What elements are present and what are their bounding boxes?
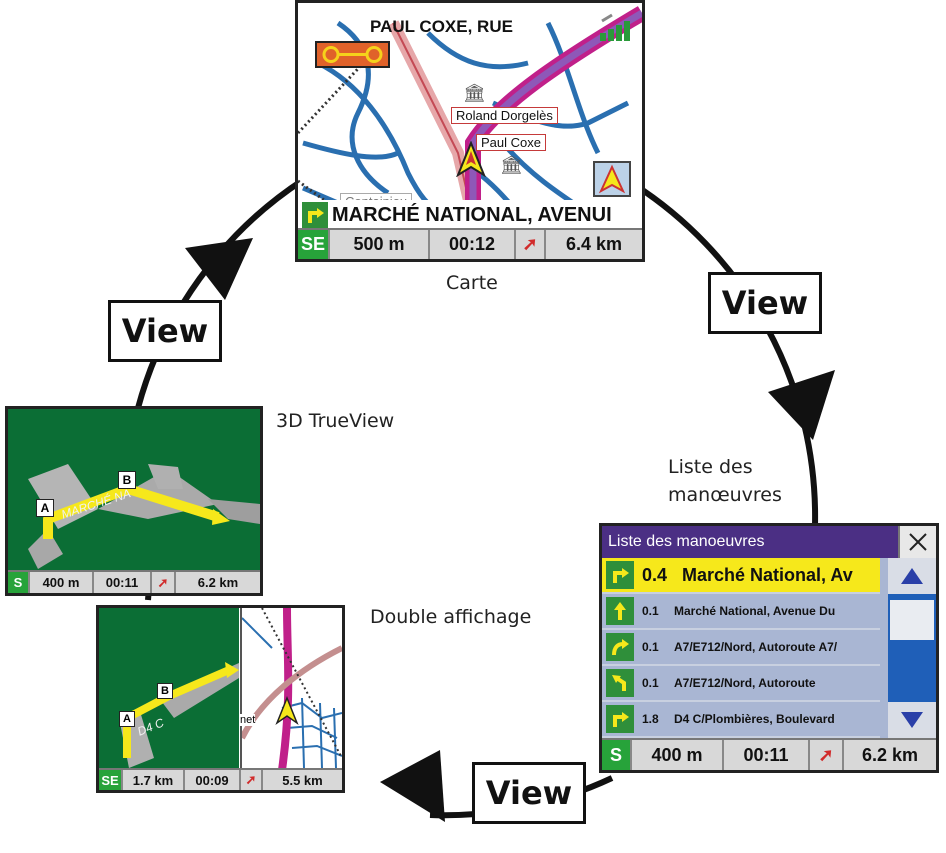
direction-badge: S — [8, 572, 30, 593]
arrowhead-bottom — [380, 750, 445, 822]
time-remaining: 00:09 — [185, 770, 241, 790]
time-remaining: 00:12 — [430, 230, 516, 259]
triangle-down-icon — [901, 712, 923, 728]
maneuver-street: A7/E712/Nord, Autoroute A7/ — [674, 640, 838, 654]
turn-right-icon — [302, 202, 328, 228]
marker-a: A — [36, 499, 54, 517]
maneuvers-caption-line2: manœuvres — [668, 484, 782, 506]
close-button[interactable] — [898, 526, 936, 558]
straight-arrow-icon — [606, 597, 634, 625]
poi-label: Paul Coxe — [476, 134, 546, 151]
scroll-up-button[interactable] — [888, 558, 936, 594]
arrowhead-right — [768, 370, 835, 440]
maneuver-street: Marché National, Avenue Du — [674, 604, 836, 618]
carte-street-top: PAUL COXE, RUE — [370, 17, 513, 36]
map-label: net — [240, 714, 256, 726]
total-distance: 6.2 km — [197, 575, 239, 590]
view-button-right[interactable]: View — [708, 272, 822, 334]
turn-arrow-icon: ➚ — [810, 740, 844, 770]
maneuver-row[interactable]: 0.1 A7/E712/Nord, Autoroute A7/ — [602, 630, 880, 666]
maneuver-row[interactable]: 1.8 D4 C/Plombières, Boulevard — [602, 702, 880, 738]
trueview-3d-scene — [28, 464, 260, 569]
vehicle-position-icon — [455, 140, 487, 182]
maneuvers-screen: Liste des manoeuvres 0.4 Marché National… — [599, 523, 939, 773]
arc-trueview-to-carte — [135, 177, 305, 409]
trueview-status-bar: S 400 m 00:11 ➚ 6.2 km — [8, 570, 260, 593]
maneuver-distance: 0.1 — [642, 676, 659, 690]
scroll-down-button[interactable] — [888, 702, 936, 738]
maneuver-row-selected[interactable]: 0.4 Marché National, Av — [602, 558, 880, 594]
view-button-bottom[interactable]: View — [472, 762, 586, 824]
double-screen: A B D4 C net SE 1.7 km 00:09 ➚ 5.5 km — [96, 605, 345, 793]
marker-b: B — [157, 683, 173, 699]
distance-to-turn: 400 m — [632, 740, 724, 770]
scroll-thumb[interactable] — [890, 600, 934, 640]
double-caption: Double affichage — [370, 606, 532, 628]
maneuver-distance: 0.1 — [642, 640, 659, 654]
distance-to-turn: 500 m — [330, 230, 430, 259]
carte-status-bar: SE 500 m 00:12 ➚ 6.4 km — [298, 228, 642, 259]
next-turn-bar: MARCHÉ NATIONAL, AVENUI — [298, 200, 642, 230]
maneuver-street: D4 C/Plombières, Boulevard — [674, 712, 835, 726]
maneuver-distance: 1.8 — [642, 712, 659, 726]
turn-right-icon — [606, 561, 634, 589]
carte-caption: Carte — [446, 272, 498, 294]
bear-right-icon — [606, 633, 634, 661]
time-remaining: 00:11 — [724, 740, 810, 770]
double-status-bar: SE 1.7 km 00:09 ➚ 5.5 km — [99, 768, 342, 790]
distance-to-turn: 400 m — [30, 572, 94, 593]
total-distance: 5.5 km — [282, 772, 323, 788]
maneuvers-status-bar: S 400 m 00:11 ➚ 6.2 km — [602, 738, 936, 770]
arrowhead-left — [185, 238, 253, 300]
view-button-left[interactable]: View — [108, 300, 222, 362]
turn-right-icon — [606, 705, 634, 733]
trueview-caption: 3D TrueView — [276, 410, 395, 432]
total-distance: 6.4 km — [565, 234, 623, 254]
gps-signal-icon — [598, 13, 632, 43]
maneuver-row[interactable]: 0.1 Marché National, Avenue Du — [602, 594, 880, 630]
carte-screen: PAUL COXE, RUE 🏛 🏛 Roland Dorgelès Paul … — [295, 0, 645, 262]
triangle-up-icon — [901, 568, 923, 584]
direction-badge: S — [602, 740, 632, 770]
trueview-screen: A B MARCHÉ NA S 400 m 00:11 ➚ 6.2 km — [5, 406, 263, 596]
landmark-icon: 🏛 — [463, 83, 486, 103]
3d-view-toggle-icon[interactable] — [593, 161, 631, 197]
poi-label: Roland Dorgelès — [451, 107, 558, 124]
maneuver-distance: 0.1 — [642, 604, 659, 618]
turn-arrow-icon: ➚ — [516, 230, 546, 259]
close-icon — [909, 533, 927, 551]
turn-arrow-icon: ➚ — [152, 572, 176, 593]
time-remaining: 00:11 — [94, 572, 152, 593]
route-options-icon[interactable] — [315, 41, 390, 68]
double-map-pane — [240, 608, 342, 770]
maneuvers-header: Liste des manoeuvres — [602, 526, 898, 558]
direction-badge: SE — [298, 230, 330, 259]
maneuver-street: A7/E712/Nord, Autoroute — [674, 676, 816, 690]
distance-to-turn: 1.7 km — [123, 770, 185, 790]
landmark-icon: 🏛 — [500, 155, 523, 175]
maneuver-row[interactable]: 0.1 A7/E712/Nord, Autoroute — [602, 666, 880, 702]
marker-a: A — [119, 711, 135, 727]
maneuver-distance: 0.4 — [642, 564, 668, 585]
scrollbar[interactable] — [888, 558, 936, 738]
turn-arrow-icon: ➚ — [241, 770, 263, 790]
maneuver-street: Marché National, Av — [682, 564, 853, 585]
direction-badge: SE — [99, 770, 123, 790]
maneuvers-title: Liste des manoeuvres — [608, 533, 765, 550]
maneuvers-caption-line1: Liste des — [668, 456, 753, 478]
marker-b: B — [118, 471, 136, 489]
keep-left-icon — [606, 669, 634, 697]
total-distance: 6.2 km — [861, 744, 919, 765]
next-street-name: MARCHÉ NATIONAL, AVENUI — [332, 203, 612, 226]
